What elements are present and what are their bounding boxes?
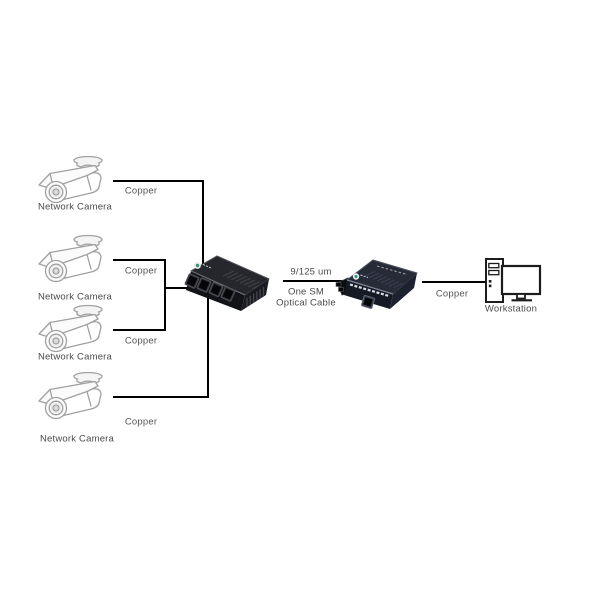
camera-2-label: Network Camera <box>37 291 113 303</box>
converter-4port-body <box>184 255 270 311</box>
power-led <box>488 280 492 283</box>
workstation-icon <box>485 258 542 303</box>
brand-logo <box>194 262 212 269</box>
camera-3 <box>35 304 111 354</box>
copper-label-4: Copper <box>124 416 158 428</box>
copper-line-camera4 <box>113 294 209 398</box>
rj45-ports <box>184 273 236 302</box>
workstation-label: Workstation <box>484 303 538 315</box>
media-converter-icon <box>335 259 418 309</box>
camera-4-label: Network Camera <box>39 433 115 445</box>
copper-label-1: Copper <box>124 185 158 197</box>
drive-bay-1 <box>488 262 500 269</box>
copper-line-camera2-camera3 <box>113 259 166 331</box>
camera-1-label: Network Camera <box>37 201 113 213</box>
fiber-spec-label: 9/125 um <box>290 266 332 278</box>
fiber-type-label-line2: Optical Cable <box>276 297 336 309</box>
brand-text-row <box>376 265 408 275</box>
camera-2 <box>35 234 111 284</box>
bullet-camera-icon <box>38 234 103 283</box>
lens <box>52 337 60 345</box>
camera-4 <box>35 371 111 421</box>
rj45-port <box>361 295 375 309</box>
bullet-camera-icon <box>38 155 103 204</box>
workstation-group <box>485 258 542 303</box>
copper-line-camera1 <box>113 180 204 272</box>
bullet-camera-icon <box>38 371 103 420</box>
copper-label-3: Copper <box>124 335 158 347</box>
top-vent-grille <box>364 271 404 289</box>
camera-3-label: Network Camera <box>37 351 113 363</box>
camera-1 <box>35 155 111 205</box>
side-vent-slats <box>246 287 265 307</box>
monitor <box>500 264 542 296</box>
drive-bay-2 <box>488 269 500 276</box>
bullet-camera-icon <box>38 304 103 353</box>
brand-logo <box>352 273 369 280</box>
copper-label-2: Copper <box>124 265 158 277</box>
lens <box>52 267 60 275</box>
lens <box>52 404 60 412</box>
lens <box>52 188 60 196</box>
hdd-led <box>488 284 492 288</box>
copper-label-workstation: Copper <box>435 288 469 300</box>
converter-body <box>335 259 418 309</box>
model-text-band <box>349 283 390 298</box>
media-converter-4port-icon <box>184 255 270 311</box>
monitor-stand <box>516 293 526 300</box>
fiber-type-label-line1: One SM <box>287 286 325 298</box>
